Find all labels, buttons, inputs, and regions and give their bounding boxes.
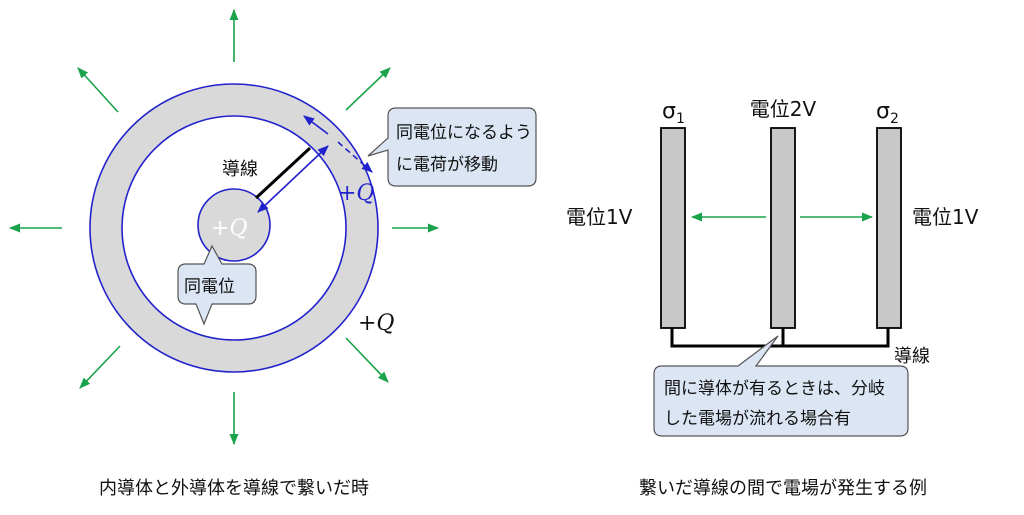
charge-move-arrow-shell-dash	[337, 141, 373, 173]
inner-conductor	[197, 188, 271, 262]
plate-middle-label: 電位2V	[750, 97, 817, 121]
left-potential-label: 電位1V	[566, 205, 633, 229]
field-arrows-radial	[8, 8, 440, 446]
right-figure: σ1 電位2V σ2 電位1V 電位1V 導線 間に導体が有るときは、分岐 した…	[566, 97, 979, 499]
plate-sigma1-label: σ1	[662, 99, 685, 127]
inner-charge-label: +Q	[211, 216, 247, 241]
callout-same-potential-text: 同電位	[184, 277, 235, 297]
connecting-wire-right	[670, 326, 890, 348]
charge-move-arrow-shell	[303, 115, 329, 135]
wire-label-left: 導線	[222, 159, 258, 180]
plate-sigma1	[660, 127, 686, 329]
right-potential-label: 電位1V	[912, 205, 979, 229]
callout-same-potential: 同電位	[177, 244, 257, 326]
field-arrow-down-right	[345, 337, 389, 383]
callout-branching-field-bubble	[653, 335, 909, 437]
callout-branching-field-line2: した電場が流れる場合有	[664, 409, 851, 429]
callout-charge-move-line1: 同電位になるよう	[396, 123, 532, 143]
callout-charge-move: 同電位になるよう に電荷が移動	[367, 107, 537, 187]
charge-move-arrow	[257, 145, 329, 213]
shell-inner-charge-label: +Q	[338, 181, 374, 206]
left-caption: 内導体と外導体を導線で繋いだ時	[99, 478, 369, 499]
callout-branching-field: 間に導体が有るときは、分岐 した電場が流れる場合有	[653, 335, 909, 437]
field-arrow-up-right	[345, 67, 391, 111]
plate-sigma2	[876, 127, 902, 329]
left-figure: 導線 +Q +Q +Q 同電位になるよう に電荷が移動 同電位 内導体と外導体を…	[8, 8, 537, 499]
wire-label-right: 導線	[894, 346, 930, 367]
field-arrow-up-left	[77, 67, 119, 113]
field-arrow-down-left	[79, 345, 121, 389]
callout-same-potential-bubble	[177, 244, 257, 326]
right-caption: 繋いだ導線の間で電場が発生する例	[639, 478, 927, 499]
callout-charge-move-bubble	[367, 107, 537, 187]
plate-middle	[770, 127, 796, 329]
callout-charge-move-line2: に電荷が移動	[396, 155, 498, 175]
shell-outer-charge-label: +Q	[358, 311, 394, 336]
callout-branching-field-line1: 間に導体が有るときは、分岐	[664, 379, 885, 399]
plate-sigma2-label: σ2	[876, 99, 899, 127]
